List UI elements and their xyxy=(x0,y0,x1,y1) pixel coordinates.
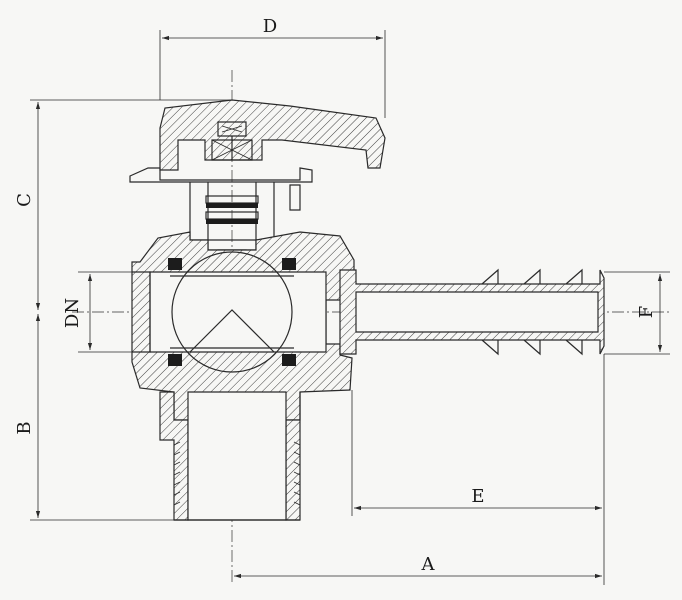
dimension-b: B xyxy=(14,314,174,521)
dimension-dn-label: DN xyxy=(62,298,83,328)
hose-barb-outlet xyxy=(339,268,605,356)
dimension-d: D xyxy=(159,16,386,118)
dimension-a: A xyxy=(234,516,605,585)
handle-lever xyxy=(129,99,386,211)
dimension-f: F xyxy=(604,271,670,355)
dimension-f-label: F xyxy=(636,306,657,319)
dimension-b-label: B xyxy=(14,421,35,434)
dimension-a-label: A xyxy=(421,554,436,575)
dimension-d-label: D xyxy=(263,16,277,37)
dimension-c: C xyxy=(14,99,232,310)
thread-marks xyxy=(173,441,301,506)
dimension-e: E xyxy=(351,354,605,516)
dimension-e-label: E xyxy=(471,486,484,507)
bottom-threaded-outlet xyxy=(159,391,301,521)
dimension-dn: DN xyxy=(62,271,150,353)
dimension-c-label: C xyxy=(14,193,35,207)
valve-body xyxy=(131,231,355,421)
